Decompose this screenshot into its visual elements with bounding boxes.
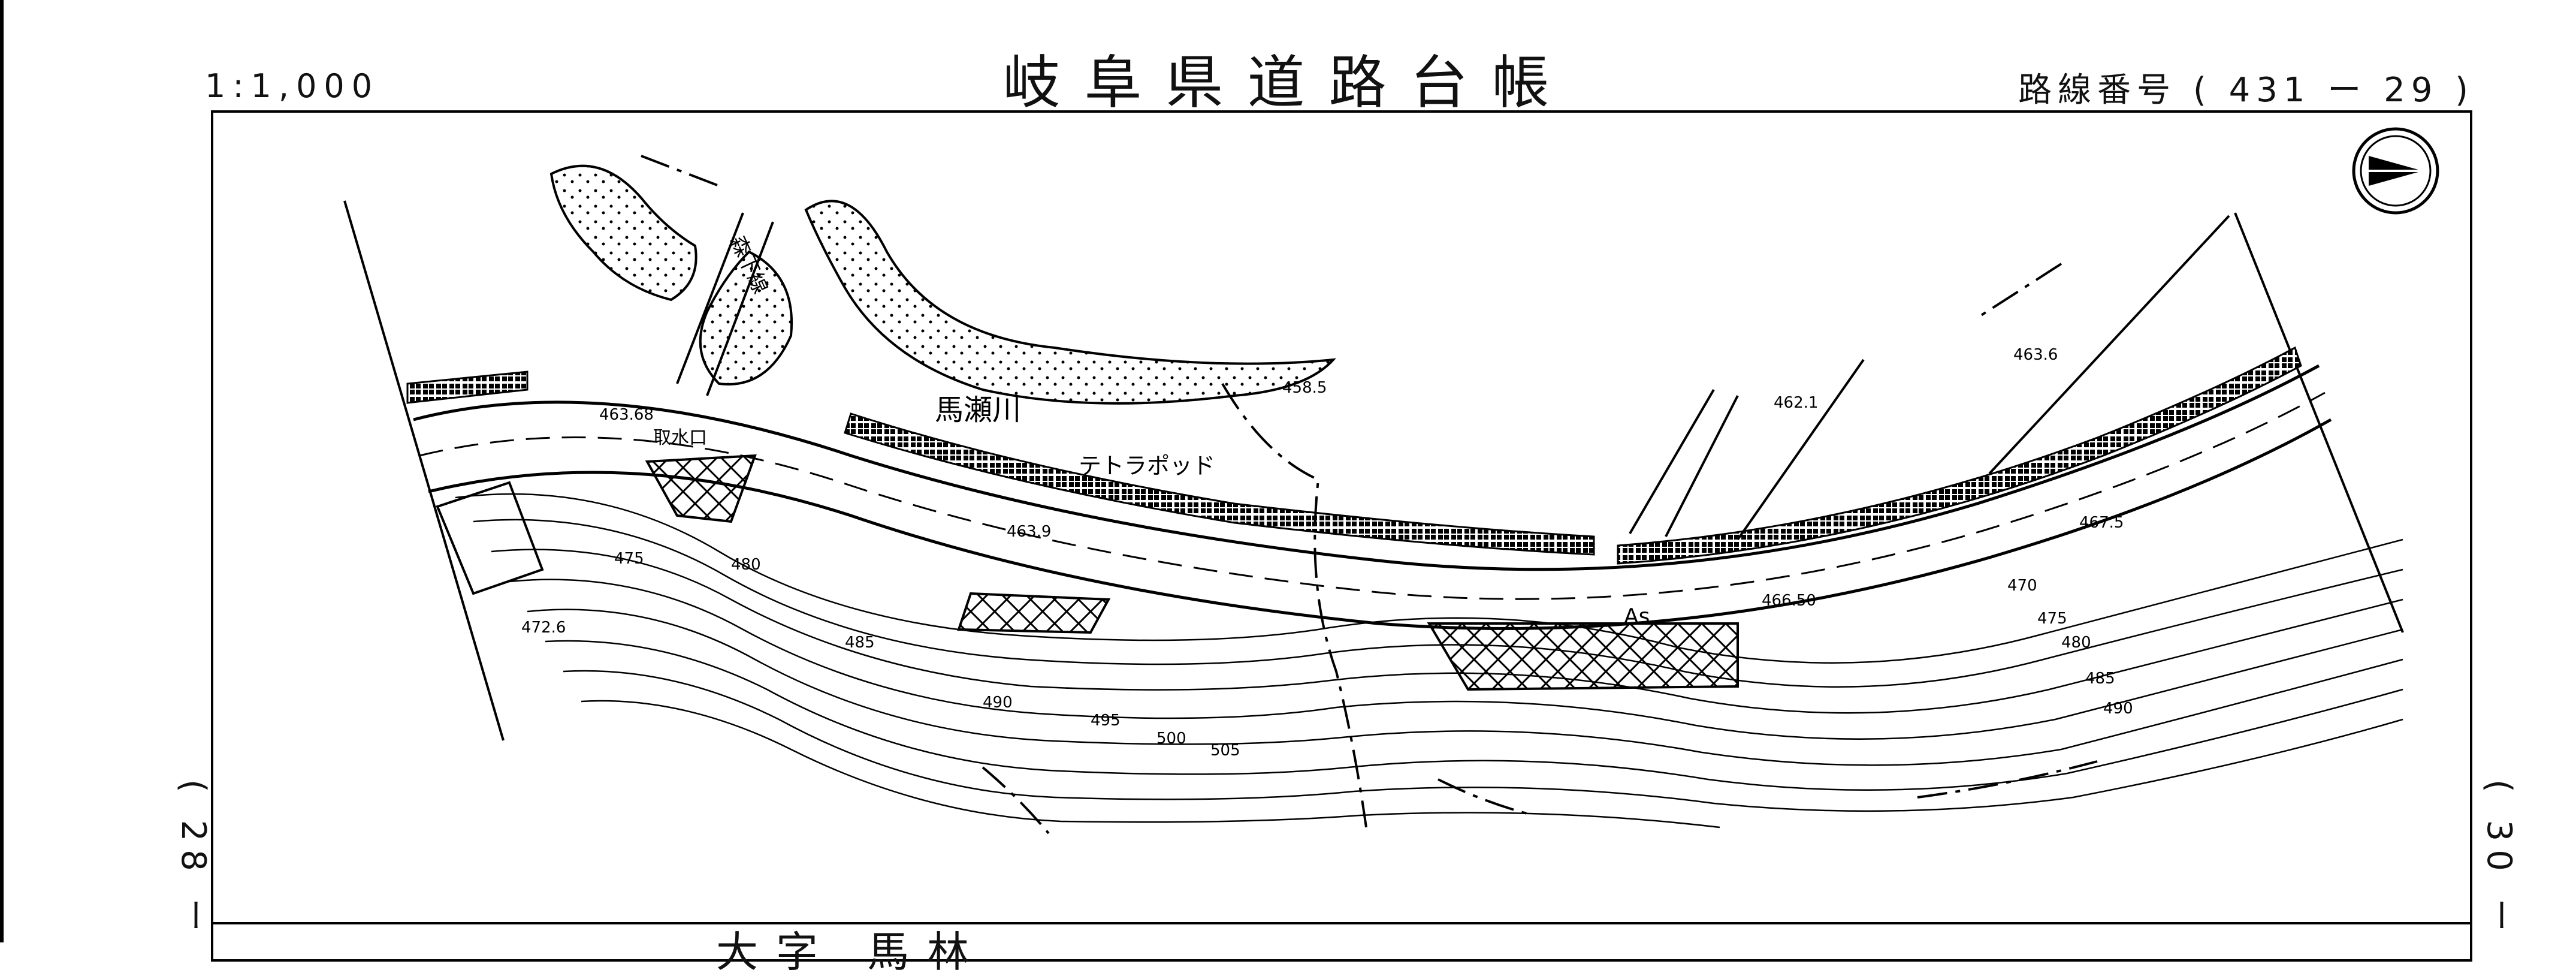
retaining-wall xyxy=(406,346,2302,565)
elevation-2: 458.5 xyxy=(1282,379,1327,397)
water-intake-label: 取水口 xyxy=(653,427,707,448)
river-label: 馬瀬川 xyxy=(935,393,1021,427)
contour-label-8: 470 xyxy=(2007,577,2037,595)
elevation-5: 463.9 xyxy=(1007,523,1051,541)
contour-label-6: 500 xyxy=(1156,730,1186,748)
contour-lines xyxy=(455,493,2403,829)
elevation-6: 466.50 xyxy=(1762,592,1816,610)
contour-label-5: 495 xyxy=(1091,712,1121,730)
contour-label-4: 490 xyxy=(983,694,1013,712)
tetrapod-label: テトラポッド xyxy=(1079,453,1215,479)
boundary-left xyxy=(343,200,505,741)
elevation-8: 472.6 xyxy=(521,619,566,637)
elevation-7: 467.5 xyxy=(2079,514,2124,532)
pavement-label: As xyxy=(1624,604,1650,629)
riverbank-vegetation xyxy=(549,164,1336,405)
adjacent-sheet-right-label: ( 30 ー xyxy=(2480,779,2518,941)
adjacent-sheet-left-label: ( 28 ー xyxy=(174,779,213,941)
contour-label-9: 475 xyxy=(2037,610,2067,628)
page-title: 岐阜県道路台帳 xyxy=(1002,49,1574,116)
contour-label-2: 480 xyxy=(731,556,761,574)
contour-label-7: 505 xyxy=(1210,742,1240,760)
elevation-1: 463.68 xyxy=(599,406,654,424)
contour-label-11: 485 xyxy=(2085,670,2115,688)
elevation-3: 462.1 xyxy=(1774,394,1818,412)
side-road xyxy=(676,212,2230,541)
section-boundaries xyxy=(343,200,2404,741)
north-arrow-icon xyxy=(2352,127,2439,215)
scale-label: 1:1,000 xyxy=(205,67,380,105)
contour-label-12: 490 xyxy=(2103,700,2133,718)
elevation-4: 463.6 xyxy=(2013,346,2058,364)
contour-label-1: 475 xyxy=(614,550,644,568)
left-border-line xyxy=(0,0,4,942)
boundary-right xyxy=(2234,212,2404,633)
route-number-label: 路線番号 ( 431 ー 29 ) xyxy=(2018,71,2474,110)
road-map-drawing: 馬瀬川 テトラポッド 取水口 森下線 As 463.68 458.5 462.1… xyxy=(343,127,2439,835)
legend-divider xyxy=(211,922,2472,924)
contour-label-10: 480 xyxy=(2061,634,2091,652)
building xyxy=(436,481,544,595)
dash-dot-lines xyxy=(641,155,2098,835)
hatched-areas xyxy=(645,454,1739,691)
contour-label-3: 485 xyxy=(845,634,875,652)
